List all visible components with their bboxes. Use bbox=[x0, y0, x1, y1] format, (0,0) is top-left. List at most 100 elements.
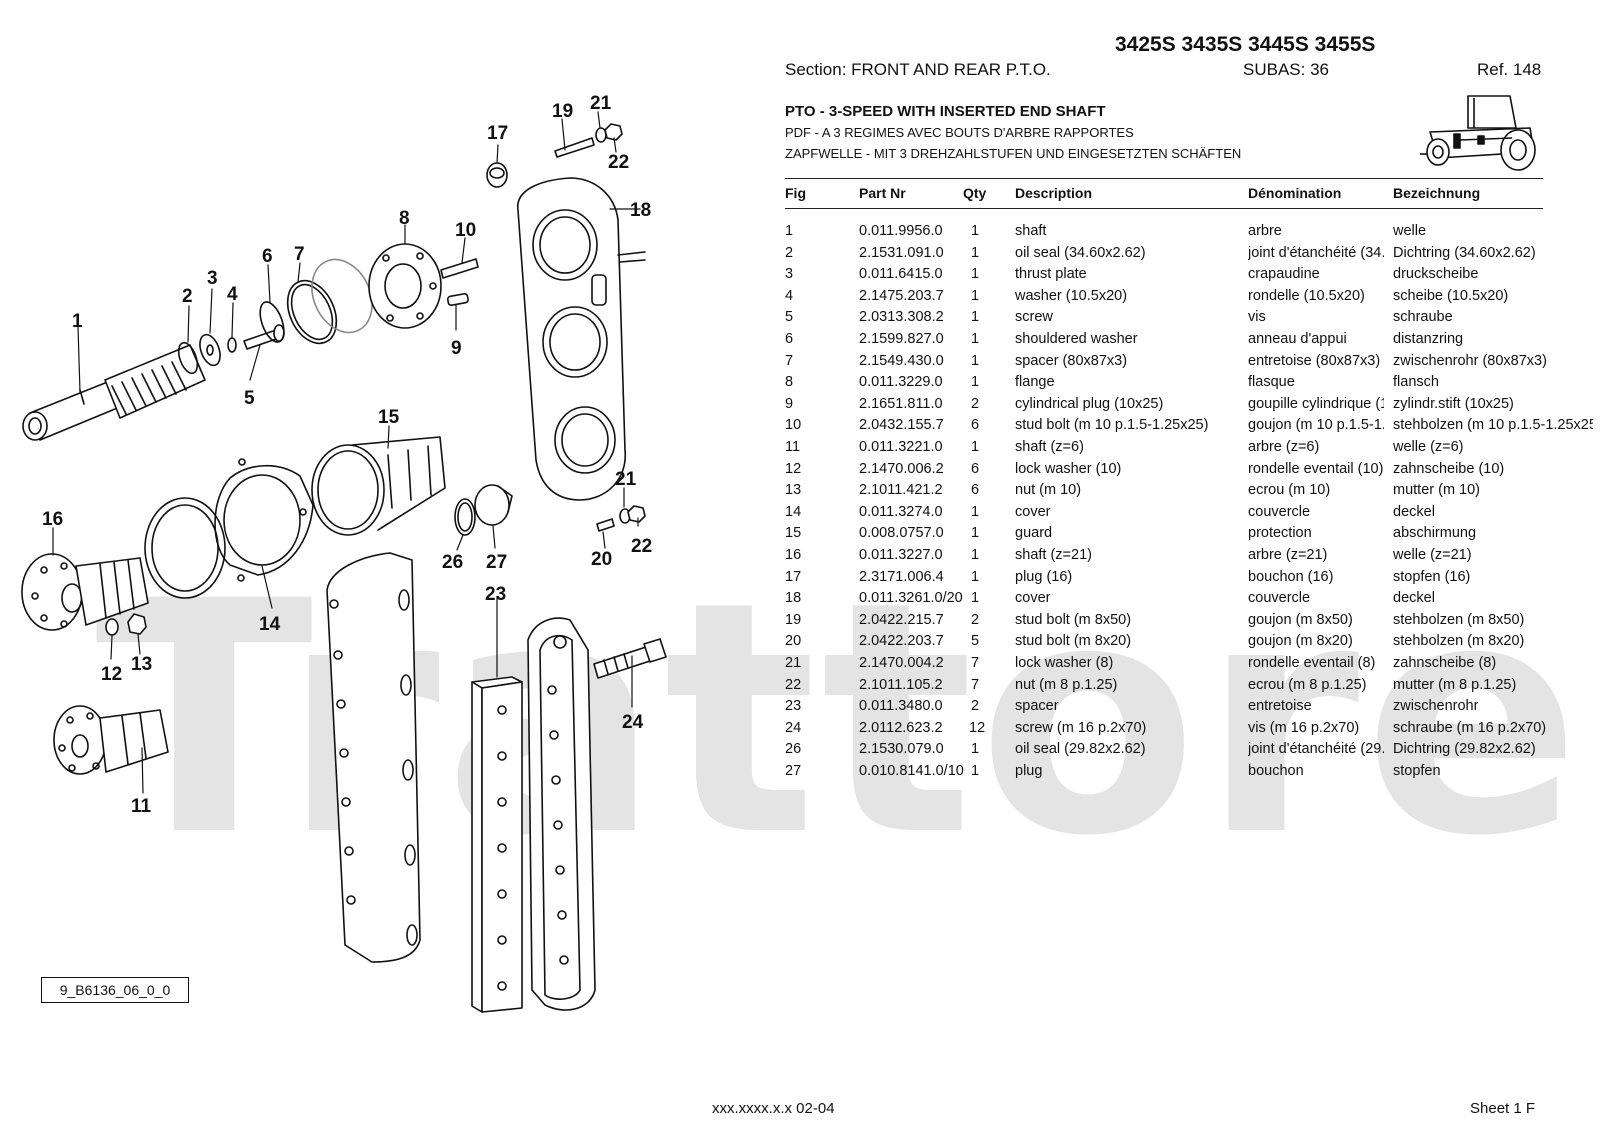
table-cell-part: 2.0112.623.2 bbox=[859, 719, 943, 736]
table-cell-de: stopfen (16) bbox=[1393, 568, 1471, 585]
table-cell-de: stopfen bbox=[1393, 763, 1441, 779]
table-cell-de: schraube bbox=[1393, 309, 1453, 326]
callout-17: 17 bbox=[487, 123, 508, 144]
table-cell-desc: flange bbox=[1015, 374, 1055, 391]
table-cell-part: 0.011.3274.0 bbox=[859, 503, 943, 520]
table-cell-part: 2.1470.004.2 bbox=[859, 655, 944, 671]
column-header-part: Part Nr bbox=[859, 185, 906, 201]
column-header-description: Description bbox=[1015, 185, 1093, 201]
table-cell-part: 0.011.3480.0 bbox=[859, 698, 943, 715]
table-cell-qty: 2 bbox=[970, 698, 980, 715]
table-cell-fr: goupille cylindrique (10x25) bbox=[1248, 395, 1384, 412]
table-cell-fig: 12 bbox=[785, 460, 802, 477]
table-cell-qty: 1 bbox=[970, 244, 980, 261]
callout-20: 20 bbox=[591, 549, 612, 570]
table-cell-fr: bouchon bbox=[1248, 763, 1304, 779]
callout-27: 27 bbox=[486, 552, 507, 573]
callout-11: 11 bbox=[131, 796, 152, 817]
footer-code: xxx.xxxx.x.x 02-04 bbox=[712, 1100, 835, 1117]
table-cell-part: 2.1470.006.2 bbox=[859, 460, 944, 477]
callout-8: 8 bbox=[399, 208, 410, 229]
table-cell-qty: 1 bbox=[970, 547, 980, 563]
table-cell-qty: 6 bbox=[970, 417, 980, 434]
table-cell-fr: goujon (m 10 p.1.5-1.25x25) bbox=[1248, 417, 1384, 434]
tractor-icon bbox=[1420, 95, 1536, 171]
table-cell-de: Dichtring (34.60x2.62) bbox=[1393, 244, 1536, 261]
table-cell-de: welle bbox=[1393, 223, 1427, 239]
table-cell-part: 2.1651.811.0 bbox=[859, 395, 943, 412]
table-cell-part: 2.1531.091.0 bbox=[859, 244, 944, 261]
title-french: PDF - A 3 REGIMES AVEC BOUTS D'ARBRE RAP… bbox=[785, 125, 1134, 140]
table-cell-fig: 20 bbox=[785, 633, 802, 650]
table-cell-de: deckel bbox=[1393, 503, 1435, 520]
table-cell-desc: washer (10.5x20) bbox=[1015, 287, 1128, 304]
table-cell-qty: 1 bbox=[970, 287, 980, 304]
table-cell-fr: goujon (m 8x20) bbox=[1248, 633, 1353, 650]
table-cell-de: stehbolzen (m 8x50) bbox=[1393, 611, 1525, 628]
table-cell-de: Dichtring (29.82x2.62) bbox=[1393, 741, 1536, 758]
table-cell-de: abschirmung bbox=[1393, 525, 1477, 542]
table-cell-desc: shouldered washer bbox=[1015, 331, 1138, 347]
table-cell-desc: plug (16) bbox=[1015, 568, 1073, 585]
table-cell-qty: 1 bbox=[970, 331, 980, 347]
table-cell-de: welle (z=6) bbox=[1393, 439, 1464, 455]
table-cell-fr: entretoise bbox=[1248, 698, 1312, 715]
callout-12: 12 bbox=[101, 664, 122, 685]
table-cell-de: schraube (m 16 p.2x70) bbox=[1393, 719, 1547, 736]
bracket-left bbox=[326, 552, 421, 963]
table-cell-fr: arbre (z=21) bbox=[1248, 547, 1328, 563]
table-cell-de: zahnscheibe (8) bbox=[1393, 655, 1497, 671]
table-cell-qty: 1 bbox=[970, 266, 980, 283]
table-cell-desc: nut (m 8 p.1.25) bbox=[1015, 676, 1118, 693]
table-cell-desc: cover bbox=[1015, 503, 1051, 520]
table-cell-fr: bouchon (16) bbox=[1248, 568, 1334, 585]
table-cell-de: zylindr.stift (10x25) bbox=[1393, 395, 1514, 412]
table-cell-fig: 13 bbox=[785, 482, 802, 499]
table-cell-part: 0.011.3261.0/20 bbox=[859, 590, 963, 607]
table-cell-fr: joint d'étanchéité (34.60x2.62) bbox=[1248, 244, 1384, 261]
callout-23: 23 bbox=[485, 584, 506, 605]
table-cell-part: 2.1530.079.0 bbox=[859, 741, 944, 758]
table-cell-desc: shaft bbox=[1015, 223, 1047, 239]
table-cell-fig: 9 bbox=[785, 395, 794, 412]
table-cell-de: deckel bbox=[1393, 590, 1435, 607]
part-24-screw bbox=[593, 638, 667, 679]
table-cell-fig: 6 bbox=[785, 331, 794, 347]
table-cell-qty: 1 bbox=[970, 352, 980, 369]
table-cell-desc: cylindrical plug (10x25) bbox=[1015, 395, 1164, 412]
callout-14: 14 bbox=[259, 614, 281, 635]
table-cell-qty: 6 bbox=[970, 460, 980, 477]
subas-label: SUBAS: 36 bbox=[1243, 60, 1329, 79]
table-cell-de: zahnscheibe (10) bbox=[1393, 460, 1505, 477]
table-cell-fr: arbre (z=6) bbox=[1248, 439, 1320, 455]
part-16-shaft bbox=[21, 553, 149, 631]
column-header-fig: Fig bbox=[785, 185, 806, 201]
table-cell-fig: 14 bbox=[785, 503, 802, 520]
table-cell-qty: 1 bbox=[970, 503, 980, 520]
diagram-ref-code: 9_B6136_06_0_0 bbox=[41, 977, 189, 1003]
callout-6: 6 bbox=[262, 246, 273, 267]
ref-label: Ref. 148 bbox=[1477, 60, 1542, 79]
model-numbers: 3425S 3435S 3445S 3455S bbox=[1115, 33, 1376, 56]
table-cell-part: 2.1011.105.2 bbox=[859, 676, 943, 693]
table-cell-part: 2.0422.215.7 bbox=[859, 611, 944, 628]
table-cell-fig: 5 bbox=[785, 309, 794, 326]
part-11-shaft bbox=[53, 705, 169, 775]
table-cell-fr: rondelle eventail (8) bbox=[1248, 655, 1376, 671]
table-cell-part: 0.010.8141.0/10 bbox=[859, 763, 964, 779]
table-cell-qty: 1 bbox=[970, 223, 980, 239]
table-cell-fr: crapaudine bbox=[1248, 266, 1320, 283]
table-rule-header bbox=[785, 208, 1543, 209]
column-header-qty: Qty bbox=[963, 185, 987, 201]
callout-3: 3 bbox=[207, 268, 218, 289]
table-cell-fr: couvercle bbox=[1248, 503, 1311, 520]
callout-21-lower: 21 bbox=[615, 469, 637, 490]
table-cell-fig: 7 bbox=[785, 352, 794, 369]
page-title: PTO - 3-SPEED WITH INSERTED END SHAFT bbox=[785, 103, 1106, 120]
table-cell-fr: joint d'étanchéité (29.82x2.62) bbox=[1248, 741, 1384, 758]
part-18-cover bbox=[517, 177, 646, 501]
table-cell-part: 0.011.9956.0 bbox=[859, 223, 943, 239]
table-cell-desc: screw bbox=[1015, 309, 1053, 326]
table-cell-part: 2.0422.203.7 bbox=[859, 633, 944, 650]
table-cell-desc: stud bolt (m 8x50) bbox=[1015, 611, 1132, 628]
